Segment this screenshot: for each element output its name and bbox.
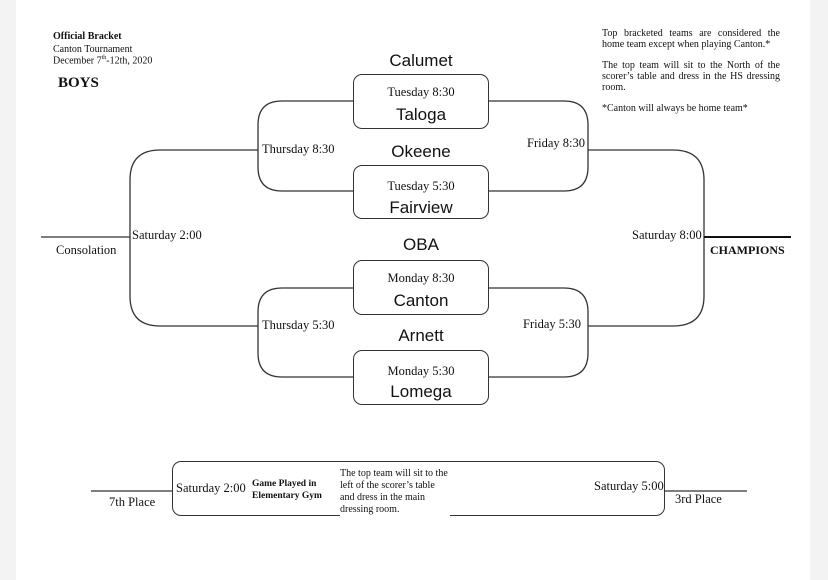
game-box-3: Monday 8:30 Canton: [353, 260, 489, 315]
team-fairview: Fairview: [389, 198, 453, 217]
team-taloga: Taloga: [395, 105, 447, 124]
third-place-time: Saturday 5:00: [594, 479, 664, 493]
game-1-time: Tuesday 8:30: [387, 85, 455, 99]
right-semi-top-time: Friday 8:30: [527, 136, 585, 150]
seventh-place-time: Saturday 2:00: [176, 481, 246, 495]
header-tournament: Canton Tournament: [53, 44, 133, 55]
team-okeene: Okeene: [391, 142, 451, 161]
team-arnett: Arnett: [398, 326, 444, 345]
right-semi-bottom-time: Friday 5:30: [523, 317, 581, 331]
dates-sup: th: [101, 55, 107, 61]
seventh-place-label: 7th Place: [109, 495, 156, 509]
note-dressing-room: The top team will sit to the North of th…: [602, 60, 780, 93]
game-box-1: Tuesday 8:30 Taloga: [353, 74, 489, 129]
team-canton: Canton: [393, 291, 449, 310]
note-home-team: Top bracketed teams are considered the h…: [602, 28, 780, 50]
header-title: Official Bracket: [53, 31, 122, 42]
division-title: BOYS: [58, 75, 99, 91]
game-box-4: Monday 5:30 Lomega: [353, 350, 489, 405]
left-semi-bottom-time: Thursday 5:30: [262, 318, 335, 332]
champions-label: CHAMPIONS: [710, 243, 785, 257]
left-quarter-connector-bottom: [257, 287, 353, 378]
game-3-time: Monday 8:30: [387, 271, 455, 285]
team-calumet: Calumet: [389, 51, 453, 70]
left-semi-top-time: Thursday 8:30: [262, 142, 335, 156]
right-quarter-connector-bottom: [488, 287, 589, 378]
left-final-time: Saturday 2:00: [132, 228, 202, 242]
third-place-label: 3rd Place: [675, 492, 722, 506]
dates-start: December 7: [53, 55, 102, 67]
team-lomega: Lomega: [390, 382, 452, 401]
placement-seating-note: The top team will sit to the left of the…: [340, 468, 450, 516]
right-quarter-connector-top: [488, 100, 589, 192]
left-quarter-connector-top: [257, 100, 353, 192]
right-final-time: Saturday 8:00: [632, 228, 702, 242]
venue-note: Game Played in Elementary Gym: [252, 479, 322, 501]
bracket-page: Official Bracket Canton Tournament Decem…: [16, 0, 810, 580]
bracket-lines: [41, 100, 791, 492]
note-canton-home: *Canton will always be home team*: [602, 103, 748, 114]
game-4-time: Monday 5:30: [387, 364, 455, 378]
dates-end: -12th, 2020: [106, 55, 153, 67]
header-dates: December 7th-12th, 2020: [53, 55, 152, 66]
game-box-2: Tuesday 5:30 Fairview: [353, 165, 489, 219]
consolation-label: Consolation: [56, 243, 117, 257]
team-oba: OBA: [403, 235, 439, 254]
left-final-connector: [129, 149, 258, 327]
home-team-notes: Top bracketed teams are considered the h…: [602, 28, 780, 124]
game-2-time: Tuesday 5:30: [387, 179, 455, 193]
